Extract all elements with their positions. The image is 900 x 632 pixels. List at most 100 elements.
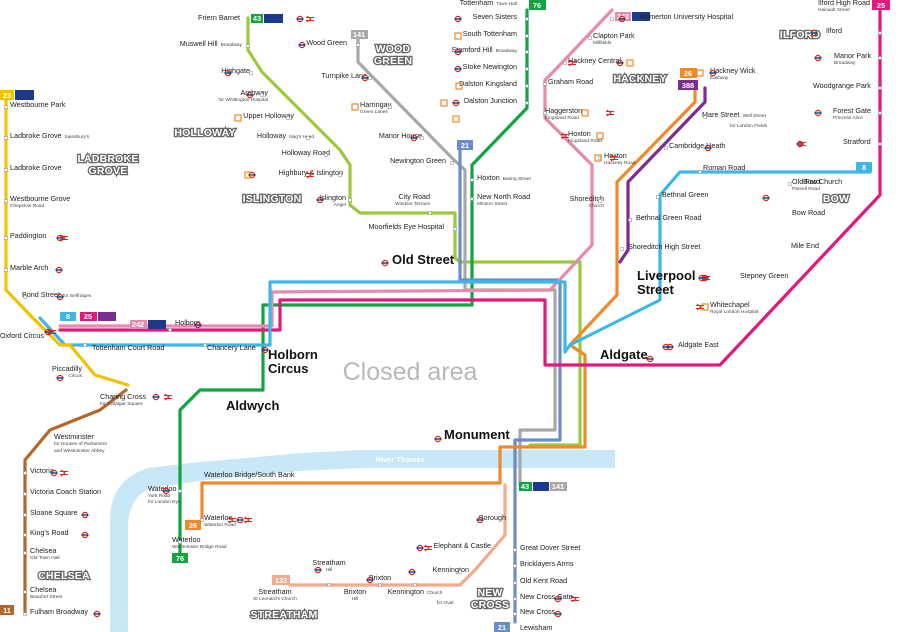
stop-fulham-broadway: Fulham Broadway xyxy=(30,607,88,616)
stop-tick xyxy=(178,540,182,544)
national-rail-icon xyxy=(164,393,172,401)
stop-kennington: Kennington xyxy=(433,565,469,574)
stop-tick xyxy=(4,236,8,240)
stop-sub: Kingsland Road xyxy=(545,115,579,121)
stop-seven-sisters: Seven Sisters xyxy=(473,12,518,21)
stop-tick xyxy=(23,471,27,475)
stop-stepney-green: Stepney Green xyxy=(740,271,788,280)
stop-tick xyxy=(338,173,342,177)
stop-lewisham: Lewisham xyxy=(520,623,552,632)
route-26-line xyxy=(200,80,697,522)
stop-tick xyxy=(598,199,602,203)
stop-sub: Broadway xyxy=(221,42,243,48)
stop-tick xyxy=(413,583,417,587)
national-rail-icon xyxy=(306,171,314,179)
stop-name: Elephant & Castle xyxy=(433,541,491,550)
svg-text:141: 141 xyxy=(552,482,564,491)
stop-tick xyxy=(513,548,517,552)
route-badge-242-west: 242 xyxy=(130,320,166,329)
stop-sub: Mintern Street xyxy=(477,201,508,207)
stop-tick xyxy=(878,56,882,60)
stop-name: Friern Barnet xyxy=(198,13,240,22)
closed-area-label: Closed area xyxy=(343,358,478,386)
stop-tick xyxy=(513,612,517,616)
stop-sub: Hill xyxy=(326,567,333,573)
area-chelsea: CHELSEA xyxy=(38,570,90,582)
svg-text:242: 242 xyxy=(132,320,144,329)
stop-tick xyxy=(4,199,8,203)
route-badge-388-top: 388 xyxy=(678,80,698,90)
stop-name: Mare Street xyxy=(702,110,740,119)
stop-tick xyxy=(470,197,474,201)
stop-name: Manor Park xyxy=(834,51,872,60)
stop-tick xyxy=(178,489,182,493)
stop-tick xyxy=(878,111,882,115)
stop-tick xyxy=(513,597,517,601)
stop-victoria-coach: Victoria Coach Station xyxy=(30,487,101,496)
stop-sub: for Houses of Parliament xyxy=(54,441,107,447)
national-rail-icon xyxy=(571,595,579,603)
national-rail-icon xyxy=(702,274,710,282)
stop-sub: Chepstow Road xyxy=(10,203,44,209)
stop-sloane-square: Sloane Square xyxy=(30,508,78,517)
stop-sub: Windsor Terrace xyxy=(395,201,430,207)
route-badge-26-bot: 26 xyxy=(185,520,201,530)
national-rail-icon xyxy=(60,234,68,242)
stop-tick xyxy=(428,211,432,215)
stop-name: Ilford xyxy=(826,26,842,35)
stop-woodgrange-park: Woodgrange Park xyxy=(813,81,871,90)
svg-text:25: 25 xyxy=(877,1,885,10)
stop-name: Victoria Coach Station xyxy=(30,487,101,496)
stop-name: Stamford Hill xyxy=(452,45,494,54)
stop-tick xyxy=(23,612,27,616)
stop-tick xyxy=(246,44,250,48)
stop-name: Streatham xyxy=(312,558,345,567)
stop-name: Chelsea xyxy=(30,546,56,555)
stop-highbury-islington: Highbury & Islington xyxy=(279,168,343,177)
route-badge-23-top: 23 xyxy=(0,90,34,100)
route-76-line xyxy=(178,8,529,557)
stop-name: Shoreditch xyxy=(570,194,604,203)
stop-tick xyxy=(83,343,87,347)
route-badge-43-bot: 43 xyxy=(519,482,549,491)
stop-elephant-castle: Elephant & Castle xyxy=(433,541,491,550)
stop-tick xyxy=(513,581,517,585)
stop-waterloo-bridge: Waterloo Bridge/South Bank xyxy=(204,470,295,479)
stop-tick xyxy=(203,343,207,347)
stop-name: Oxford Circus xyxy=(0,331,44,340)
stop-waterloo-york-sub2: for London Eye xyxy=(148,499,181,505)
stop-sub: Millfields xyxy=(593,40,612,46)
stop-cambridge-heath: Cambridge Heath xyxy=(669,141,725,150)
stop-tick xyxy=(23,590,27,594)
route-43-line xyxy=(246,16,582,447)
stop-tick xyxy=(543,82,547,86)
stop-tick xyxy=(23,513,27,517)
stop-name: Harringay xyxy=(360,100,392,109)
stop-tick xyxy=(450,161,454,165)
stop-tick xyxy=(23,551,27,555)
stop-name: Newington Green xyxy=(390,156,446,165)
stop-sub: Broadway xyxy=(496,48,518,54)
overground-icon xyxy=(701,303,709,311)
stop-name: Forest Gate xyxy=(833,106,871,115)
svg-text:133: 133 xyxy=(275,576,287,585)
river-thames: River Thames xyxy=(110,450,615,632)
stop-tick xyxy=(168,328,172,332)
stop-tick xyxy=(23,295,27,299)
stop-name: Bow Church xyxy=(803,177,842,186)
stop-name: Tottenham xyxy=(460,0,494,7)
stop-name: Hackney Central xyxy=(568,56,622,65)
stop-name: Waterloo xyxy=(148,484,177,493)
